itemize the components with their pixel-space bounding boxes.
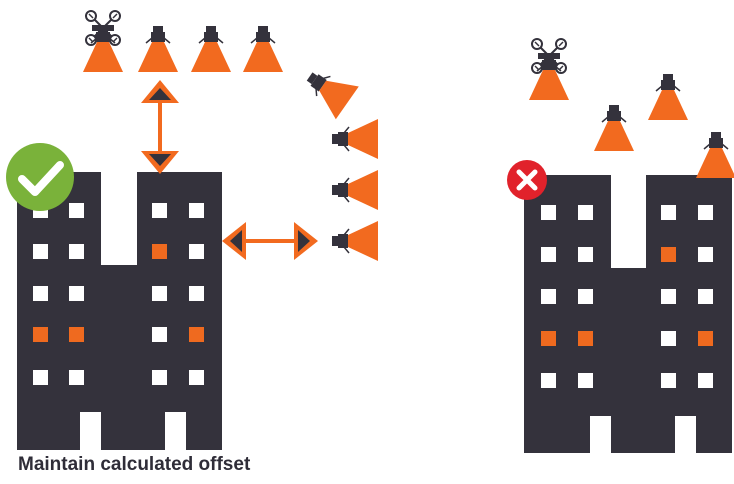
building-right xyxy=(524,175,732,453)
drone-quadcopter xyxy=(529,39,569,100)
vertical-offset-arrow xyxy=(141,80,179,174)
horizontal-offset-arrow xyxy=(222,222,318,260)
drone-light-side-column xyxy=(332,119,378,261)
panel-correct xyxy=(6,11,378,450)
building-left xyxy=(17,172,222,450)
checkmark-icon xyxy=(6,143,74,211)
x-mark-icon xyxy=(507,160,547,200)
drone-light-partial xyxy=(696,132,734,178)
panel-incorrect xyxy=(507,39,734,453)
drone-quadcopter xyxy=(83,11,123,72)
drone-light-corner xyxy=(298,60,359,119)
caption: Maintain calculated offset xyxy=(18,454,250,476)
drone-lights-scattered xyxy=(594,74,688,151)
drone-light-top-row xyxy=(138,26,283,72)
